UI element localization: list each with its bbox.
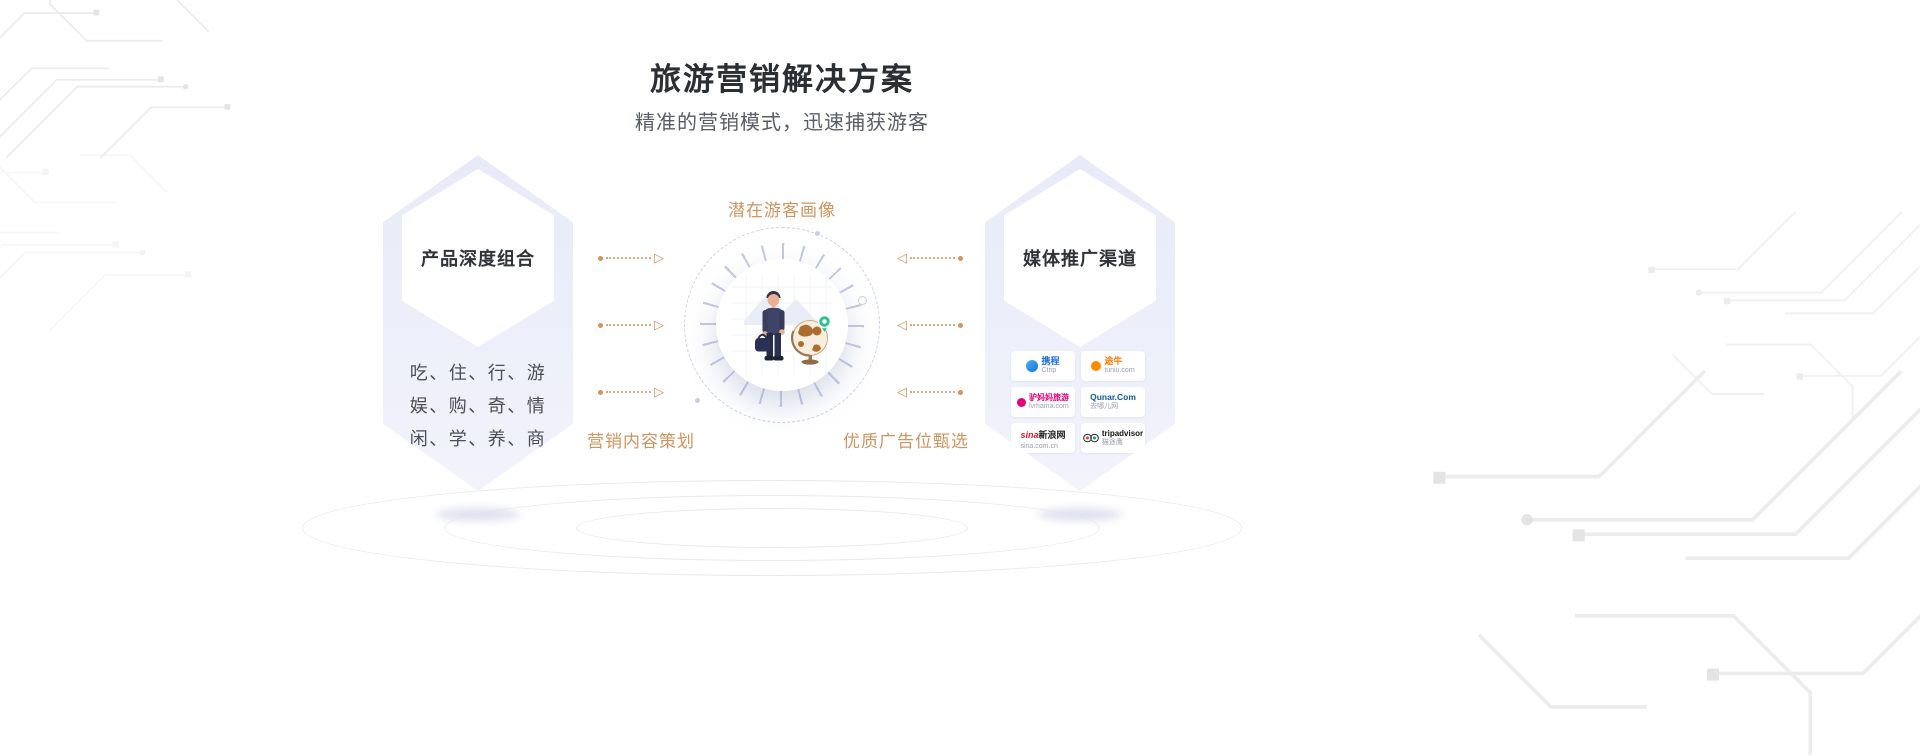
arrow-dotted-line (910, 324, 955, 326)
media-logo-grid: 携程 Ctrip 途牛 tuniu.com 驴妈妈旅游 lvmama.com (1011, 351, 1149, 453)
logo-main-text: 驴妈妈旅游 (1029, 392, 1069, 402)
arrow-right-triangle-icon: ▷ (654, 250, 664, 266)
logo-ctrip: 携程 Ctrip (1011, 351, 1075, 381)
logo-sub-text: sina.com.cn (1020, 442, 1058, 450)
product-line: 闲、学、养、商 (409, 429, 547, 449)
right-card-title: 媒体推广渠道 (1023, 249, 1137, 269)
right-card-shadow (1038, 508, 1122, 521)
logo-qunar: Qunar.Com 去哪儿网 (1081, 387, 1145, 417)
tripadvisor-owl-icon (1083, 433, 1099, 443)
logo-sub-text: 去哪儿网 (1090, 402, 1119, 410)
logo-sub-text: Ctrip (1041, 367, 1057, 375)
traveler-globe-illustration (716, 259, 848, 391)
left-card-hexagon: 产品深度组合 (402, 169, 554, 347)
arrow-dot (958, 389, 963, 395)
logo-main-text: Qunar.Com (1090, 392, 1136, 403)
logo-lvmama: 驴妈妈旅游 lvmama.com (1011, 387, 1075, 417)
product-category-list: 吃、住、行、游 娱、购、奇、情 闲、学、养、商 (383, 357, 573, 456)
arrow-right-triangle-icon: ▷ (654, 384, 664, 400)
logo-main-text: 携程 (1041, 356, 1060, 367)
product-line: 娱、购、奇、情 (409, 396, 547, 416)
logo-tripadvisor: tripadvisor 猫途鹰 (1081, 423, 1145, 453)
page-subtitle: 精准的营销模式，迅速捕获游客 (635, 112, 929, 134)
arrow-dot (598, 255, 603, 261)
flow-arrow-left-2: ▷ (598, 318, 664, 332)
arrow-left-triangle-icon: ◁ (897, 384, 907, 400)
flow-arrow-left-3: ▷ (598, 385, 664, 399)
logo-main-text: 途牛 (1104, 356, 1123, 367)
product-line: 吃、住、行、游 (409, 363, 547, 383)
left-card-title: 产品深度组合 (421, 249, 535, 269)
label-ad-selection: 优质广告位甄选 (843, 432, 969, 451)
tuniu-logo-icon (1091, 361, 1102, 371)
lvmama-logo-icon (1017, 397, 1026, 407)
arrow-dot (958, 255, 963, 261)
arrow-dotted-line (606, 257, 651, 259)
flow-arrow-right-3: ◁ (897, 385, 963, 399)
floor-ring-inner (576, 508, 968, 548)
dial-ring-decoration (858, 296, 867, 305)
logo-sina: sina新浪网 sina.com.cn (1011, 423, 1075, 453)
arrow-dot (958, 322, 963, 328)
arrow-dotted-line (606, 391, 651, 393)
arrow-right-triangle-icon: ▷ (654, 317, 664, 333)
floor-ring-middle (444, 495, 1100, 561)
dial-dashed-circle (684, 227, 880, 423)
flow-arrow-left-1: ▷ (598, 251, 664, 265)
ctrip-logo-icon (1026, 360, 1039, 372)
label-content-planning: 营销内容策划 (587, 432, 695, 451)
flow-arrow-right-1: ◁ (897, 251, 963, 265)
arrow-dot (598, 389, 603, 395)
label-tourist-profile: 潜在游客画像 (728, 201, 836, 220)
logo-main-text: tripadvisor (1101, 428, 1144, 438)
page-title: 旅游营销解决方案 (650, 62, 914, 97)
logo-sub-text: lvmama.com (1029, 402, 1069, 410)
arrow-left-triangle-icon: ◁ (897, 317, 907, 333)
dial-dot-decoration (695, 398, 700, 403)
arrow-dot (598, 322, 603, 328)
media-channels-card: 媒体推广渠道 携程 Ctrip 途牛 tuniu.com 驴妈妈旅 (985, 155, 1175, 491)
logo-sub-text: 猫途鹰 (1101, 438, 1123, 446)
arrow-dotted-line (910, 391, 955, 393)
right-card-hexagon: 媒体推广渠道 (1004, 169, 1156, 347)
logo-tuniu: 途牛 tuniu.com (1081, 351, 1145, 381)
arrow-dotted-line (910, 257, 955, 259)
traveler-globe-svg (732, 275, 832, 375)
arrow-dotted-line (606, 324, 651, 326)
logo-main-text-2: 新浪网 (1038, 430, 1066, 441)
logo-main-text: sina (1020, 430, 1039, 441)
flow-arrow-right-2: ◁ (897, 318, 963, 332)
arrow-left-triangle-icon: ◁ (897, 250, 907, 266)
logo-sub-text: tuniu.com (1104, 367, 1135, 375)
dial-dot-decoration (815, 231, 820, 236)
left-card-shadow (436, 508, 520, 521)
product-combination-card: 产品深度组合 吃、住、行、游 娱、购、奇、情 闲、学、养、商 (383, 155, 573, 491)
floor-ring-outer (302, 480, 1242, 576)
